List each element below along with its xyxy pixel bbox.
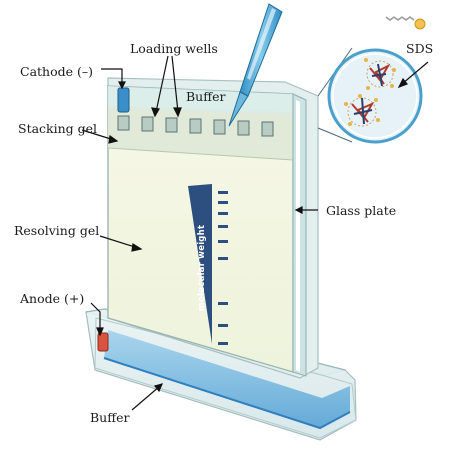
buffer-top-label: Buffer [186,89,226,104]
loading-wells-label: Loading wells [130,41,218,56]
stacking-gel-label: Stacking gel [18,121,97,136]
resolving-gel-label: Resolving gel [14,223,99,238]
molecular-weight-wedge: molecular weight [188,184,212,344]
lower-buffer [104,330,350,428]
sds-protein-complex [344,58,396,127]
sds-molecule-icon [385,16,426,30]
buffer-bottom-label: Buffer [90,410,130,425]
anode-label: Anode (+) [19,291,84,306]
molecular-weight-label: molecular weight [197,225,207,311]
protein-bands [218,191,228,345]
cathode-electrode [117,87,130,113]
leader-lines [81,55,429,411]
cathode-label: Cathode (–) [20,64,93,79]
anode-electrode [97,332,109,352]
sds-label: SDS [406,41,433,56]
pipette-icon [228,3,283,127]
magnifier-icon [317,47,423,144]
loading-wells [117,115,274,137]
glass-plate-label: Glass plate [326,203,396,218]
